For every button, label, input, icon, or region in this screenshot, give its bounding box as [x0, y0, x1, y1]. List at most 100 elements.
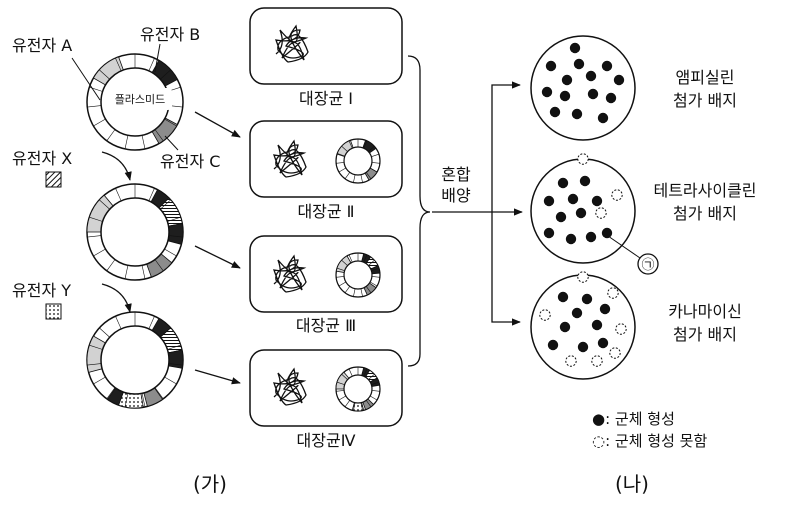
- plasmid-inner: [100, 197, 170, 267]
- plasmid-tick: [93, 248, 106, 257]
- plasmid-tick: [141, 135, 146, 150]
- colony-not-formed: [577, 153, 589, 165]
- colony-formed: [545, 60, 557, 72]
- colony-formed: [579, 175, 591, 187]
- plasmid-tick: [353, 174, 356, 183]
- plasmid-tick: [371, 162, 380, 164]
- plasmid-tick: [360, 402, 363, 411]
- caption-b: (나): [615, 472, 649, 496]
- plasmid-tick: [368, 260, 375, 266]
- chromosome: [273, 139, 307, 178]
- plasmid-tick: [168, 363, 183, 366]
- colony-not-formed: [609, 347, 621, 359]
- plasmid-tick: [371, 267, 380, 271]
- ecoli-3-label: 대장균 Ⅲ: [296, 316, 356, 335]
- gene-x-fragment: [45, 171, 62, 188]
- ecoli-1-box: [249, 7, 403, 85]
- colony-not-formed: [611, 189, 623, 201]
- marker-circle: [637, 253, 659, 275]
- culture-label: 배양: [441, 186, 471, 205]
- plasmid-tick: [124, 265, 129, 280]
- ecoli-2-label: 대장균 Ⅱ: [297, 202, 354, 221]
- plasmid-tick: [168, 235, 183, 238]
- gene-a-label: 유전자 A: [12, 36, 72, 55]
- colony-formed: [585, 231, 597, 243]
- plasmid-tick: [338, 395, 347, 401]
- plasmid-tick: [154, 387, 164, 400]
- mix-brace: [407, 55, 431, 367]
- plasmid-tick: [338, 167, 347, 173]
- colony-formed: [557, 291, 569, 303]
- plasmid-tick: [344, 286, 351, 293]
- colony-formed: [555, 211, 567, 223]
- colony-formed: [613, 74, 625, 86]
- chromosome: [275, 24, 309, 63]
- dish-2-line1: 테트라사이클린: [653, 181, 756, 200]
- plasmid-tick: [141, 393, 146, 408]
- plasmid-tick: [87, 235, 102, 238]
- plasmid-tick: [115, 58, 122, 72]
- colony-formed: [577, 341, 589, 353]
- colony-formed: [601, 60, 613, 72]
- gene-a-pointer: [71, 57, 101, 101]
- plasmid-tick: [87, 363, 102, 366]
- gene-x-label: 유전자 X: [12, 149, 72, 168]
- plasmid-tick: [360, 174, 363, 183]
- plasmid-tick: [87, 105, 102, 108]
- plasmid-tick: [369, 395, 378, 401]
- legend-not-formed: ◌: 군체 형성 못함: [592, 432, 707, 450]
- plasmid-tick: [148, 58, 155, 72]
- plasmid-tick: [365, 172, 372, 179]
- colony-not-formed: [577, 271, 589, 283]
- plasmid-tick: [167, 216, 181, 222]
- gene-x-arrow: [101, 151, 132, 181]
- plasmid-tick: [341, 260, 348, 266]
- dish-2-line2: 첨가 배지: [673, 204, 737, 223]
- plasmid-inner: [343, 260, 373, 290]
- plasmid-inner: [343, 146, 373, 176]
- colony-not-formed: [615, 323, 627, 335]
- plasmid-tick: [341, 146, 348, 152]
- colony-formed: [599, 303, 611, 315]
- colony-formed: [567, 193, 579, 205]
- dish-3-line2: 첨가 배지: [673, 325, 737, 344]
- plasmid-tick: [369, 167, 378, 173]
- colony-formed: [571, 108, 583, 120]
- plasmid-tick: [106, 259, 116, 272]
- colony-formed: [575, 207, 587, 219]
- plasmid-tick: [371, 153, 380, 157]
- colony-formed: [541, 86, 553, 98]
- dish-1-line1: 앰피실린: [676, 68, 735, 87]
- plasmid-tick: [106, 129, 116, 142]
- plasmid-tick: [148, 316, 155, 330]
- colony-formed: [581, 293, 593, 305]
- plasmid-tick: [336, 162, 345, 164]
- plasmid-tick: [365, 400, 372, 407]
- colony-formed: [605, 92, 617, 104]
- gene-b-pointer: [154, 43, 161, 73]
- colony-formed: [543, 227, 555, 239]
- plasmid-tick: [164, 118, 177, 127]
- colony-formed: [601, 227, 613, 239]
- gene-y-arrow: [101, 283, 132, 313]
- gene-b-segment: [167, 349, 184, 369]
- plasmid-tick: [338, 281, 347, 287]
- colony-formed: [561, 74, 573, 86]
- marker-pointer: [607, 235, 641, 259]
- plasmid-tick: [336, 276, 345, 278]
- dish-1-line2: 첨가 배지: [673, 91, 737, 110]
- plasmid-tick: [99, 199, 110, 210]
- plasmid-tick: [363, 368, 368, 377]
- colony-formed: [571, 307, 583, 319]
- plasmid-tick: [148, 188, 155, 202]
- plasmid-tick: [365, 286, 372, 293]
- colony-formed: [565, 233, 577, 245]
- colony-formed: [573, 58, 585, 70]
- plasmid-tick: [344, 400, 351, 407]
- colony-formed: [597, 337, 609, 349]
- plasmid-inner: [100, 325, 170, 395]
- colony-not-formed: [591, 355, 603, 367]
- transform-arrow-4: [194, 369, 241, 385]
- plasmid-tick: [348, 254, 353, 263]
